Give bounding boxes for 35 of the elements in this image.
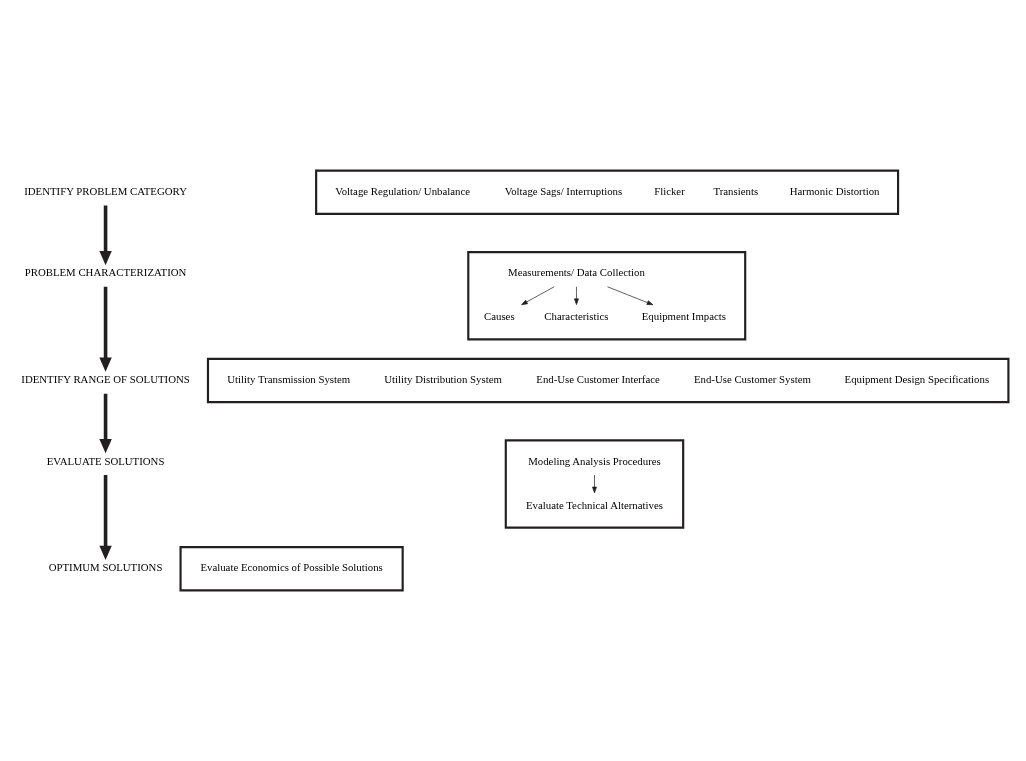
node-text: IDENTIFY PROBLEM CATEGORY [24,184,187,197]
node-text: Utility Transmission System [227,373,351,386]
node-text: Voltage Regulation/ Unbalance [335,184,471,197]
arrow [592,474,597,494]
node-text: Characteristics [544,310,609,323]
cluster [179,546,404,592]
node-text: Equipment Design Specifications [844,373,990,386]
node-text: Causes [484,310,515,323]
cluster [315,169,900,215]
node-text: Modeling Analysis Procedures [528,454,661,467]
arrow [99,475,112,560]
node-text: Evaluate Technical Alternatives [526,498,663,511]
arrow [607,286,654,306]
node-text: Voltage Sags/ Interruptions [504,184,623,197]
cluster [206,357,1010,404]
cluster [467,251,747,341]
node-text: Utility Distribution System [384,373,502,386]
node-text: IDENTIFY RANGE OF SOLUTIONS [21,373,190,386]
arrow [99,393,112,454]
arrow [574,286,579,305]
node-text: OPTIMUM SOLUTIONS [48,561,163,574]
node-text: Evaluate Economics of Possible Solutions [200,561,383,574]
arrow [99,205,112,266]
node-text: End-Use Customer System [693,373,811,386]
node-text: PROBLEM CHARACTERIZATION [24,266,187,279]
node-text: Harmonic Distortion [789,184,880,197]
cluster [504,439,685,529]
node-text: Equipment Impacts [641,310,727,323]
node-text: Measurements/ Data Collection [508,266,645,279]
node-text: Transients [713,184,759,197]
node-text: Flicker [654,184,685,197]
node-text: End-Use Customer Interface [536,373,660,386]
node-text: EVALUATE SOLUTIONS [46,454,165,467]
arrow [99,286,112,372]
arrow [521,286,555,306]
